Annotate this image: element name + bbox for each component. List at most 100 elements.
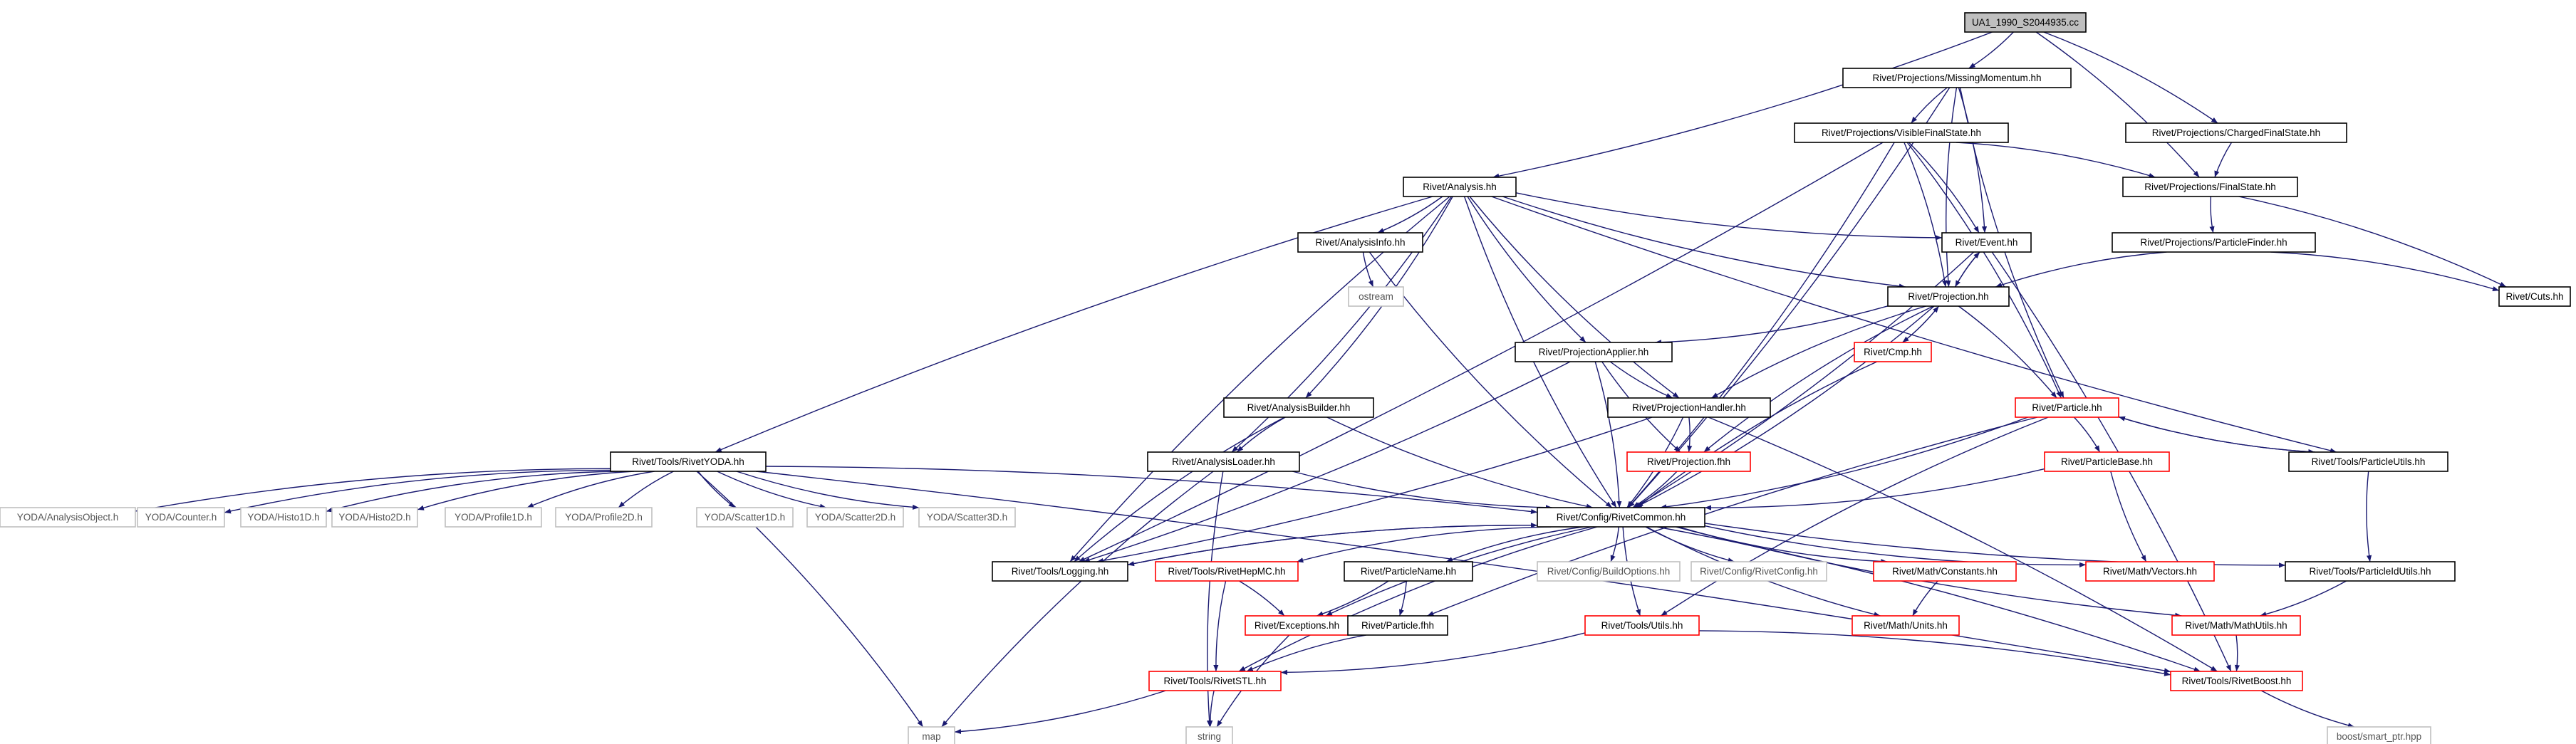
node-rivetyoda[interactable]: Rivet/Tools/RivetYODA.hh (610, 451, 767, 472)
edge-ainfo-to-common (1368, 251, 1613, 508)
edge-rivetyoda-to-map (696, 471, 924, 728)
edge-rivetyoda-to-yh1d (326, 471, 618, 513)
node-label-cmp: Rivet/Cmp.hh (1864, 347, 1922, 357)
node-stl[interactable]: Rivet/Tools/RivetSTL.hh (1148, 671, 1282, 691)
node-box-ys2d (806, 507, 904, 528)
edge-logging-to-common (1127, 523, 1538, 566)
node-box-yh2d (331, 507, 418, 528)
node-label-ostream: ostream (1359, 291, 1393, 302)
edge-particle-to-particlefhh (1427, 416, 2038, 617)
node-box-mathutils (2171, 615, 2301, 636)
node-vectors[interactable]: Rivet/Math/Vectors.hh (2085, 561, 2215, 582)
edge-mathutils-to-boost (2234, 634, 2240, 672)
node-box-common (1537, 507, 1705, 528)
node-particlefhh[interactable]: Rivet/Particle.fhh (1347, 615, 1448, 636)
node-mathutils[interactable]: Rivet/Math/MathUtils.hh (2171, 615, 2301, 636)
edge-projection-to-particle (1958, 305, 2057, 399)
node-projection[interactable]: Rivet/Projection.hh (1887, 286, 2010, 307)
node-projfhh[interactable]: Rivet/Projection.fhh (1626, 451, 1751, 472)
edge-common-to-boost (1657, 526, 2201, 672)
edge-root-to-analysis (1492, 31, 1993, 179)
node-aloader[interactable]: Rivet/AnalysisLoader.hh (1147, 451, 1300, 472)
edge-partbase-to-common (1704, 468, 2045, 510)
node-box-aloader (1147, 451, 1300, 472)
node-box-abuilder (1223, 397, 1374, 418)
node-hepmc[interactable]: Rivet/Tools/RivetHepMC.hh (1155, 561, 1299, 582)
node-rconfig: Rivet/Config/RivetConfig.hh (1690, 561, 1827, 582)
edge-analysis-to-partutils (1491, 196, 2337, 454)
node-utils[interactable]: Rivet/Tools/Utils.hh (1584, 615, 1700, 636)
node-root[interactable]: UA1_1990_S2044935.cc (1964, 12, 2087, 33)
node-exceptions[interactable]: Rivet/Exceptions.hh (1245, 615, 1349, 636)
edge-projection-to-common (1635, 305, 1935, 508)
node-fs[interactable]: Rivet/Projections/FinalState.hh (2122, 177, 2298, 197)
node-chfs[interactable]: Rivet/Projections/ChargedFinalState.hh (2125, 122, 2347, 143)
node-smartptr: boost/smart_ptr.hpp (2327, 726, 2431, 744)
node-analysis[interactable]: Rivet/Analysis.hh (1403, 177, 1517, 197)
edge-pidutils-to-mathutils (2260, 580, 2347, 617)
node-cuts[interactable]: Rivet/Cuts.hh (2498, 286, 2571, 307)
node-projhandler[interactable]: Rivet/ProjectionHandler.hh (1607, 397, 1771, 418)
node-box-rconfig (1690, 561, 1827, 582)
edge-visfs-to-logging (1078, 142, 1884, 562)
node-box-boost (2170, 671, 2303, 691)
node-box-partfinder (2112, 232, 2316, 253)
node-partutils[interactable]: Rivet/Tools/ParticleUtils.hh (2288, 451, 2448, 472)
node-label-rconfig: Rivet/Config/RivetConfig.hh (1700, 566, 1818, 577)
node-units[interactable]: Rivet/Math/Units.hh (1852, 615, 1960, 636)
node-label-pidutils: Rivet/Tools/ParticleIdUtils.hh (2309, 566, 2431, 577)
node-label-projfhh: Rivet/Projection.fhh (1647, 456, 1730, 467)
edge-common-to-vectors (1704, 525, 2087, 567)
node-box-pidutils (2285, 561, 2456, 582)
node-common[interactable]: Rivet/Config/RivetCommon.hh (1537, 507, 1705, 528)
node-string: string (1185, 726, 1233, 744)
node-box-yh1d (240, 507, 327, 528)
node-box-projfhh (1626, 451, 1751, 472)
node-label-projection: Rivet/Projection.hh (1908, 291, 1988, 302)
node-label-common: Rivet/Config/RivetCommon.hh (1557, 512, 1686, 523)
edge-missmom-to-event (1958, 87, 1988, 234)
edge-boost-to-smartptr (2260, 690, 2355, 728)
node-ys2d: YODA/Scatter2D.h (806, 507, 904, 528)
node-label-mathutils: Rivet/Math/MathUtils.hh (2185, 620, 2287, 631)
node-box-yp2d (555, 507, 653, 528)
node-partfinder[interactable]: Rivet/Projections/ParticleFinder.hh (2112, 232, 2316, 253)
edge-aloader-to-common (1292, 471, 1552, 510)
edge-stl-to-map (954, 690, 1166, 735)
node-box-partutils (2288, 451, 2448, 472)
node-box-partname (1344, 561, 1473, 582)
node-box-particle (2015, 397, 2119, 418)
edges-layer (135, 31, 2507, 735)
node-pidutils[interactable]: Rivet/Tools/ParticleIdUtils.hh (2285, 561, 2456, 582)
node-label-smartptr: boost/smart_ptr.hpp (2337, 731, 2421, 742)
node-cmp[interactable]: Rivet/Cmp.hh (1854, 342, 1932, 362)
edge-hepmc-to-stl (1213, 580, 1227, 672)
node-particle[interactable]: Rivet/Particle.hh (2015, 397, 2119, 418)
node-partbase[interactable]: Rivet/ParticleBase.hh (2044, 451, 2170, 472)
edge-analysis-to-projapplier (1467, 196, 1586, 343)
edge-partname-to-particlefhh (1398, 580, 1408, 617)
node-box-analysis (1403, 177, 1517, 197)
node-event[interactable]: Rivet/Event.hh (1941, 232, 2032, 253)
edge-particle-to-utils (1660, 416, 2049, 617)
node-mconst[interactable]: Rivet/Math/Constants.hh (1873, 561, 2017, 582)
edge-aloader-to-string (1207, 471, 1224, 728)
edge-analysis-to-aloader (1231, 196, 1452, 453)
edge-partbase-to-vectors (2110, 471, 2147, 562)
node-logging[interactable]: Rivet/Tools/Logging.hh (992, 561, 1128, 582)
node-box-ostream (1348, 286, 1404, 307)
edge-projhandler-to-logging (1096, 416, 1653, 563)
node-label-map: map (922, 731, 940, 742)
node-missmom[interactable]: Rivet/Projections/MissingMomentum.hh (1842, 68, 2072, 88)
node-visfs[interactable]: Rivet/Projections/VisibleFinalState.hh (1794, 122, 2009, 143)
edge-utils-to-boost (1698, 630, 2171, 676)
node-partname[interactable]: Rivet/ParticleName.hh (1344, 561, 1473, 582)
node-box-hepmc (1155, 561, 1299, 582)
node-abuilder[interactable]: Rivet/AnalysisBuilder.hh (1223, 397, 1374, 418)
node-map: map (908, 726, 955, 744)
node-ainfo[interactable]: Rivet/AnalysisInfo.hh (1297, 232, 1423, 253)
node-label-particlefhh: Rivet/Particle.fhh (1361, 620, 1434, 631)
node-boost[interactable]: Rivet/Tools/RivetBoost.hh (2170, 671, 2303, 691)
edge-analysis-to-rivetyoda (715, 196, 1433, 453)
node-projapplier[interactable]: Rivet/ProjectionApplier.hh (1515, 342, 1673, 362)
